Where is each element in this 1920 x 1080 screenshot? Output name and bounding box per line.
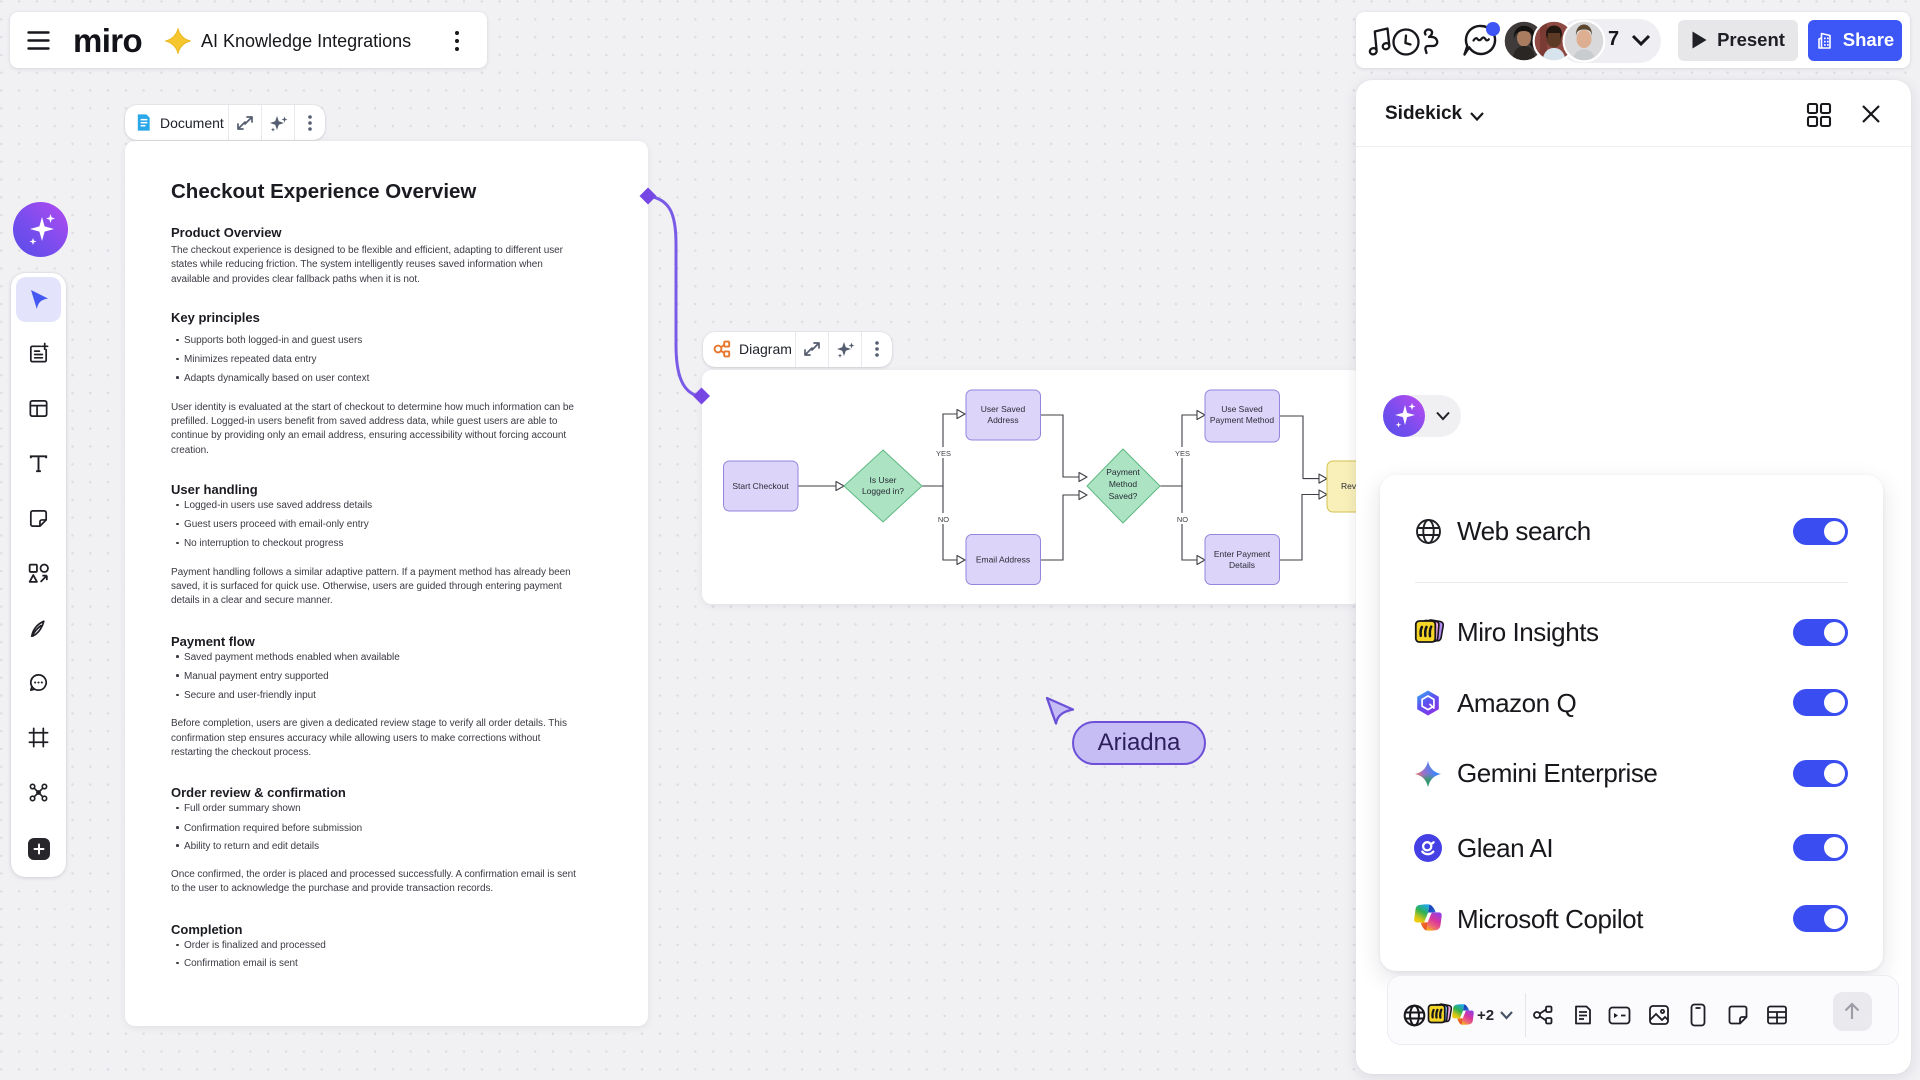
svg-text:Payment: Payment	[1106, 467, 1140, 477]
svg-text:Review: Review	[1341, 481, 1362, 491]
svg-text:Use Saved: Use Saved	[1221, 404, 1263, 414]
svg-text:Saved?: Saved?	[1109, 491, 1138, 501]
svg-text:Start Checkout: Start Checkout	[732, 481, 789, 491]
svg-text:Method: Method	[1109, 479, 1138, 489]
svg-text:NO: NO	[1177, 515, 1188, 524]
svg-text:YES: YES	[936, 449, 951, 458]
svg-text:User Saved: User Saved	[981, 404, 1026, 414]
svg-text:Email Address: Email Address	[976, 555, 1030, 565]
svg-text:Enter Payment: Enter Payment	[1214, 549, 1271, 559]
svg-text:Details: Details	[1229, 560, 1255, 570]
svg-text:YES: YES	[1175, 449, 1190, 458]
svg-text:Address: Address	[987, 415, 1018, 425]
svg-text:Logged in?: Logged in?	[862, 486, 904, 496]
svg-text:Is User: Is User	[870, 475, 897, 485]
svg-text:NO: NO	[938, 515, 949, 524]
svg-text:Payment Method: Payment Method	[1210, 415, 1275, 425]
